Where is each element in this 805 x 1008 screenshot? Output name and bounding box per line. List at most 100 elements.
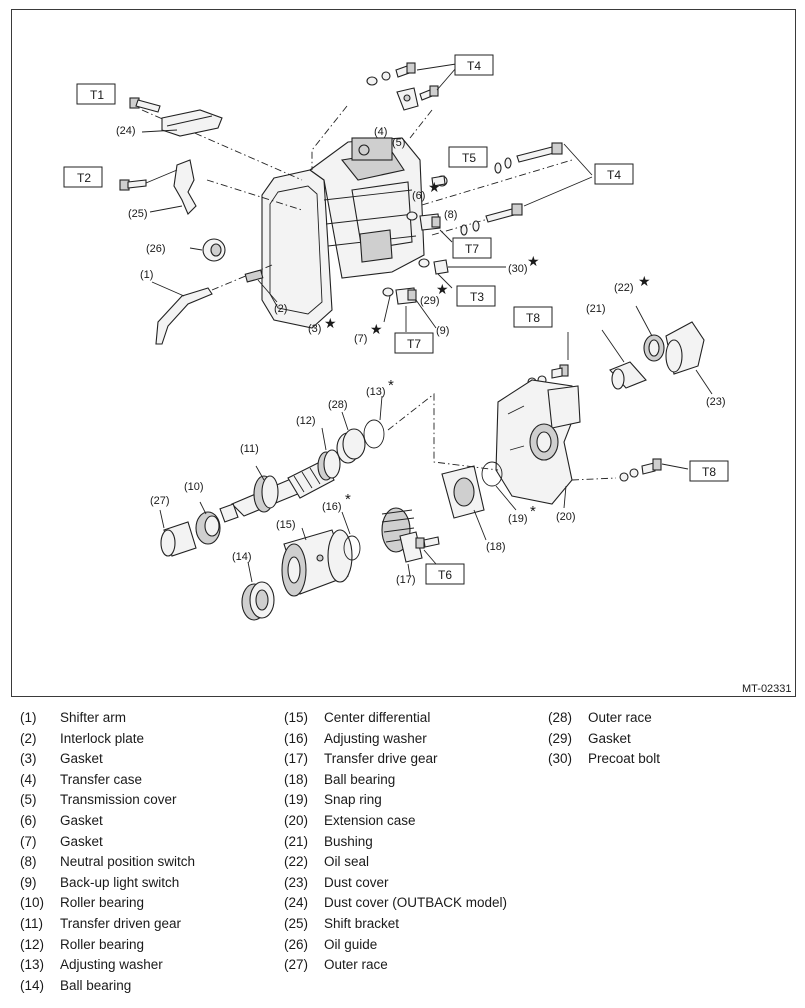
legend-item: (26)Oil guide — [284, 937, 544, 955]
legend-item: (28)Outer race — [548, 710, 805, 728]
legend-item-name: Back-up light switch — [60, 874, 180, 890]
legend-item: (14) Ball bearing — [20, 978, 280, 996]
callout-23: (23) — [706, 396, 726, 408]
torque-box-t7-lower: T7 — [407, 337, 421, 351]
legend-item: (23) Dust cover — [284, 875, 544, 893]
callout-4: (4) — [374, 126, 387, 138]
callout-5: (5) — [392, 137, 405, 149]
legend-item: (25)Shift bracket — [284, 916, 544, 934]
legend-item-name: Adjusting washer — [60, 957, 163, 973]
callout-24: (24) — [116, 125, 136, 137]
legend-item-number: (29) — [548, 730, 573, 746]
legend-item-number: (3) — [20, 751, 37, 767]
legend-item-name: Outer race — [588, 710, 652, 725]
adjusting-washer-13 — [363, 419, 385, 449]
torque-box-t4-right: T4 — [607, 168, 621, 182]
legend-item-name: Oil guide — [324, 936, 378, 952]
legend-item-number: (24) — [284, 895, 309, 911]
shifter-arm-1 — [155, 287, 213, 345]
legend-item: (15)Center differential — [284, 710, 544, 728]
legend-item: (24) Dust cover (OUTBACK model) — [284, 895, 544, 913]
legend-item-number: (20) — [284, 813, 309, 828]
asterisk-mark-19: * — [530, 503, 536, 520]
callout-8: (8) — [444, 209, 457, 221]
legend-item-name: Center differential — [324, 710, 431, 725]
legend-item-name: Dust cover (OUTBACK model) — [324, 895, 508, 911]
legend-item-name: Snap ring — [324, 792, 382, 808]
legend-item-number: (14) — [20, 977, 45, 993]
callout-15: (15) — [276, 519, 296, 531]
torque-box-t4-top: T4 — [467, 59, 481, 73]
torque-box-t5: T5 — [462, 151, 476, 165]
star-mark-3: ★ — [324, 315, 337, 331]
figure-code: MT-02331 — [742, 683, 792, 695]
legend-item: (4)Transfer case — [20, 772, 280, 790]
legend-item: (16)Adjusting washer — [284, 731, 544, 749]
torque-box-t2: T2 — [77, 171, 91, 185]
legend-item-number: (6) — [20, 813, 37, 828]
legend-item: (9)Back-up light switch — [20, 875, 280, 893]
callout-13: (13) — [366, 386, 386, 398]
callout-14: (14) — [232, 551, 252, 563]
callout-2: (2) — [274, 303, 287, 315]
legend-item-number: (17) — [284, 751, 309, 767]
legend-item-name: Dust cover — [324, 874, 389, 890]
shift-bracket-25 — [173, 159, 197, 215]
star-mark-6: ★ — [428, 179, 441, 195]
legend-item-name: Transfer drive gear — [324, 751, 438, 767]
snap-ring-19 — [481, 461, 503, 487]
legend-item-name: Shifter arm — [60, 710, 127, 725]
legend-item-number: (21) — [284, 833, 309, 849]
legend-item: (18)Ball bearing — [284, 772, 544, 790]
legend-item-name: Transfer driven gear — [60, 916, 182, 931]
legend-item: (8)Neutral position switch — [20, 854, 280, 872]
legend-item-number: (11) — [20, 916, 44, 931]
legend-item: (12) Roller bearing — [20, 937, 280, 955]
legend-item: (21) Bushing — [284, 834, 544, 852]
legend-item-name: Transmission cover — [60, 792, 177, 808]
legend-item: (11) Transfer driven gear — [20, 916, 280, 934]
callout-7: (7) — [354, 333, 367, 345]
legend-item-name: Precoat bolt — [588, 751, 661, 767]
legend-item-name: Extension case — [324, 813, 416, 828]
callout-11: (11) — [240, 443, 259, 455]
legend-item-name: Roller bearing — [60, 895, 145, 911]
legend-item-number: (12) — [20, 936, 45, 952]
callout-21: (21) — [586, 303, 606, 315]
legend-item-number: (8) — [20, 854, 37, 870]
callout-22: (22) — [614, 282, 634, 294]
legend-item-number: (16) — [284, 730, 309, 746]
legend-item-name: Oil seal — [324, 854, 370, 870]
star-mark-30: ★ — [527, 253, 540, 269]
legend-item-number: (25) — [284, 916, 309, 931]
legend-item-number: (10) — [20, 895, 45, 911]
legend-item-number: (1) — [20, 710, 37, 725]
legend-item-name: Interlock plate — [60, 730, 145, 746]
torque-box-t7-upper: T7 — [465, 242, 479, 256]
callout-19: (19) — [508, 513, 528, 525]
interlock-plate-2 — [244, 269, 264, 283]
callout-1: (1) — [140, 269, 153, 281]
asterisk-mark-13: * — [388, 377, 394, 394]
legend-item: (27)Outer race — [284, 957, 544, 975]
callout-16: (16) — [322, 501, 342, 513]
exploded-diagram: T1 T2 T3 T4 T4 T5 T6 T7 T7 T8 T8 (1) (2)… — [11, 9, 796, 697]
torque-box-t8-upper: T8 — [526, 311, 540, 325]
dust-cover-24 — [161, 109, 223, 137]
legend-item-name: Roller bearing — [60, 936, 145, 952]
legend-item-number: (4) — [20, 771, 37, 787]
callout-17: (17) — [396, 574, 416, 586]
torque-box-t6: T6 — [438, 568, 452, 582]
callout-30: (30) — [508, 263, 528, 275]
gasket-plate — [261, 169, 333, 329]
bolt-t4-top-1 — [366, 62, 416, 86]
bolt-t4-top-2 — [396, 85, 439, 111]
legend-item-name: Bushing — [324, 833, 373, 849]
legend-item-name: Ball bearing — [324, 771, 396, 787]
parts-legend: (1)Shifter arm(2)Interlock plate(3)Gaske… — [0, 710, 805, 1000]
bolt-t4-right-1 — [494, 142, 563, 174]
legend-item-number: (2) — [20, 730, 37, 746]
legend-item-name: Ball bearing — [60, 977, 132, 993]
star-mark-22: ★ — [638, 273, 651, 289]
legend-item-number: (23) — [284, 874, 309, 890]
